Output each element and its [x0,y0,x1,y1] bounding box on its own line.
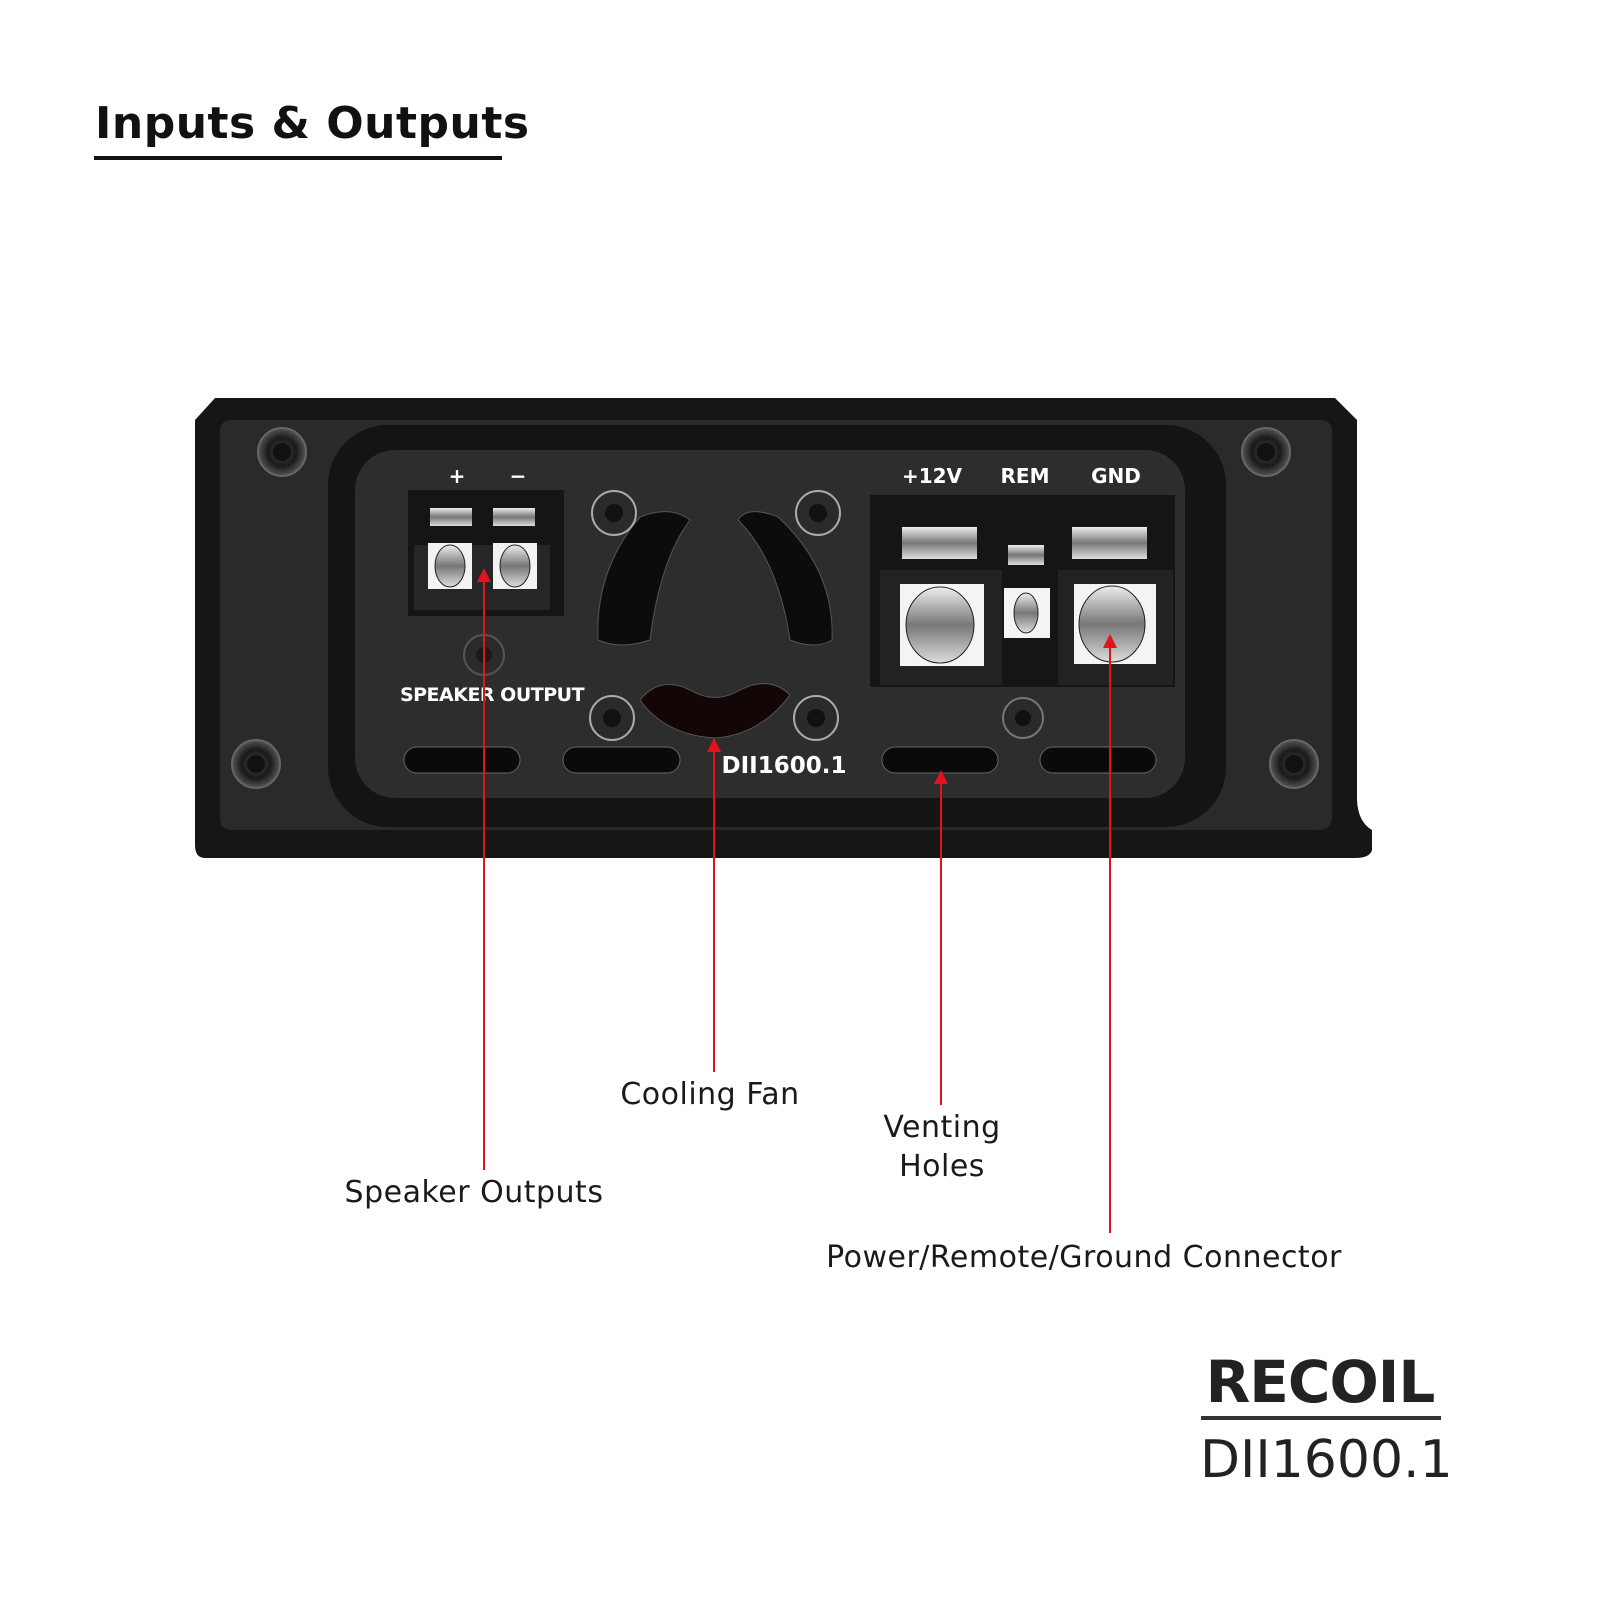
arrowhead-icon [934,770,948,784]
brand-underline [1201,1416,1441,1420]
screw-icon [1269,739,1319,789]
vent-slot [881,746,999,774]
brand-model: DII1600.1 [1200,1430,1453,1490]
speaker-plus-label: + [449,464,466,488]
callout-speaker-outputs: Speaker Outputs [344,1175,604,1210]
screw-icon [1002,697,1044,739]
screw-icon [793,695,839,741]
callout-power-connector: Power/Remote/Ground Connector [826,1240,1342,1275]
speaker-output-label: SPEAKER OUTPUT [400,684,585,706]
screw-icon [795,490,841,536]
brand-logo: RECOIL [1205,1348,1436,1416]
cooling-fan-vents [597,511,833,739]
screw-icon [1241,427,1291,477]
screw-icon [589,695,635,741]
vent-slot [1039,746,1157,774]
speaker-terminal-block [408,490,564,616]
ground-label: GND [1091,464,1141,488]
model-print: DII1600.1 [722,753,847,779]
screw-icon [231,739,281,789]
screw-icon [257,427,307,477]
power-12v-label: +12V [902,464,963,488]
screw-icon [591,490,637,536]
title-underline [94,156,502,160]
speaker-minus-label: − [510,464,527,488]
arrowhead-icon [1103,634,1117,648]
vent-slot [562,746,681,774]
remote-label: REM [1001,464,1050,488]
power-terminal-block [870,495,1175,687]
arrowhead-icon [477,568,491,582]
arrowhead-icon [707,738,721,752]
vent-slot [403,746,521,774]
callout-venting-line2: Holes [899,1149,985,1184]
callout-venting-line1: Venting [883,1110,1001,1145]
callout-cooling-fan: Cooling Fan [620,1077,800,1112]
page-title: Inputs & Outputs [95,98,530,149]
